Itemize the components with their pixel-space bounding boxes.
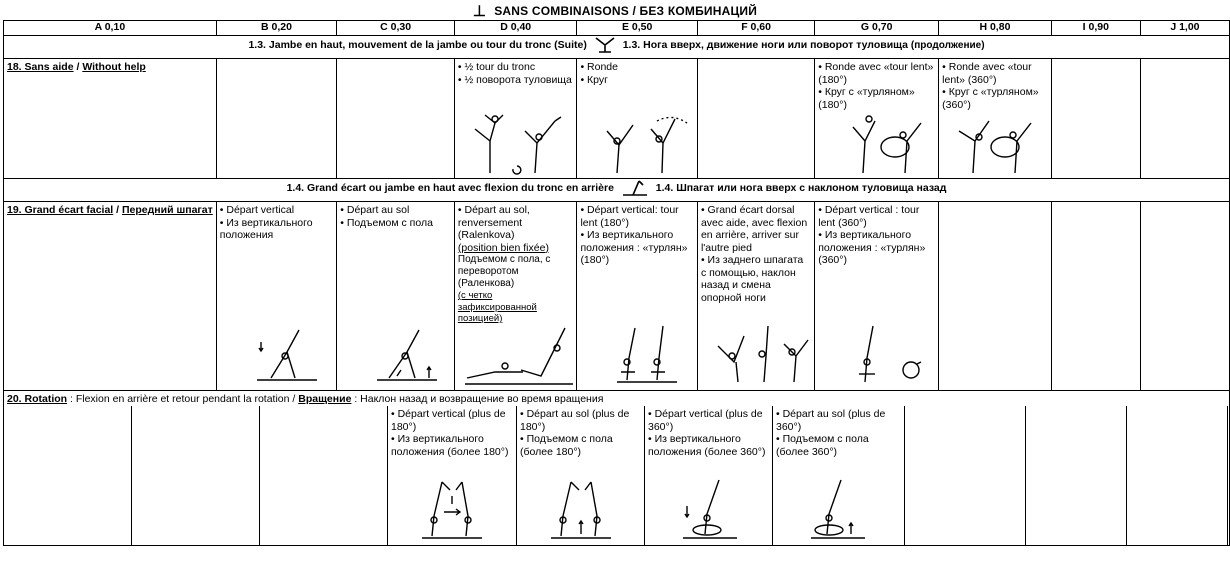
page-title: ⊥SANS COMBINAISONS / БЕЗ КОМБИНАЦИЙ <box>472 3 758 20</box>
section-1-3-row: 1.3. Jambe en haut, mouvement de la jamb… <box>3 35 1230 59</box>
row-19-cell-j <box>1139 201 1230 391</box>
row-19-cell-c: • Départ au sol• Подъемом с пола <box>336 201 455 391</box>
gymnast-rotation-floor-180-figure-icon <box>551 481 611 539</box>
row-20-cell-h <box>904 406 1026 545</box>
row-18-cell-i <box>1050 58 1141 179</box>
row-19-cell-h <box>938 201 1052 391</box>
row-19-cell-d: • Départ au sol, renversement (Ralenkova… <box>453 201 578 391</box>
row-18-cell-d: • ½ tour du tronc• ½ поворота туловища <box>453 58 578 179</box>
value-header-row: A 0,10 B 0,20 C 0,30 D 0,40 E 0,50 F 0,6… <box>3 20 1230 36</box>
row-20: 20. Rotation : Flexion en arrière et ret… <box>3 390 1230 546</box>
row-20-cell-d: • Départ vertical (plus de 180°)• Из вер… <box>387 406 517 545</box>
row-20-cell-e: • Départ au sol (plus de 180°)• Подъемом… <box>516 406 645 545</box>
row-18-cell-g: • Ronde avec «tour lent» (180°)• Круг с … <box>814 58 940 179</box>
row-20-cell-a <box>4 406 132 545</box>
col-header-f: F 0,60 <box>696 20 816 36</box>
row-19-cell-f: • Grand écart dorsal avec aide, avec fle… <box>696 201 816 391</box>
gymnast-ronde-tour-lent-360-figure-icon <box>958 120 1032 174</box>
gymnast-ronde-tour-lent-180-figure-icon <box>852 115 922 174</box>
row-20-label-ru: Вращение <box>298 393 352 405</box>
col-header-d: D 0,40 <box>453 20 578 36</box>
gymnast-rotation-floor-360-figure-icon <box>811 479 865 539</box>
gymnast-ronde-figure-icon <box>606 116 688 174</box>
gymnast-dorsal-split-figure-icon <box>717 325 809 383</box>
row-18-cell-j <box>1139 58 1230 179</box>
gymnast-half-turn-figure-icon <box>474 114 562 175</box>
gymnast-rotation-vertical-180-figure-icon <box>422 481 482 539</box>
gymnast-ralenkova-figure-icon <box>464 327 573 385</box>
row-18-cell-c <box>336 58 455 179</box>
split-backbend-symbol-icon <box>622 180 647 196</box>
col-header-g: G 0,70 <box>814 20 940 36</box>
col-header-e: E 0,50 <box>576 20 698 36</box>
section-1-3-heading: 1.3. Jambe en haut, mouvement de la jamb… <box>3 35 1230 59</box>
row-18-cell-f <box>696 58 816 179</box>
row-18-cell-h: • Ronde avec «tour lent» (360°)• Круг с … <box>938 58 1052 179</box>
row-20-cell-j <box>1126 406 1228 545</box>
row-20-cell-i <box>1025 406 1127 545</box>
col-header-b: B 0,20 <box>215 20 338 36</box>
row-19-cell-i <box>1050 201 1141 391</box>
gymnast-split-tour-lent-360-figure-icon <box>859 325 922 383</box>
row-18-label-fr: 18. Sans aide <box>7 61 74 73</box>
col-header-a: A 0,10 <box>3 20 217 36</box>
difficulty-table: A 0,10 B 0,20 C 0,30 D 0,40 E 0,50 F 0,6… <box>3 20 1230 546</box>
row-18-cell-b <box>215 58 338 179</box>
leg-up-symbol-icon <box>595 37 615 53</box>
row-20-label-fr: 20. Rotation <box>7 393 68 405</box>
col-header-i: I 0,90 <box>1050 20 1141 36</box>
row-19-cell-g: • Départ vertical : tour lent (360°)• Из… <box>814 201 940 391</box>
row-19-label-fr: 19. Grand écart facial <box>7 204 114 216</box>
row-20-cell-b <box>131 406 260 545</box>
gymnast-split-from-floor-figure-icon <box>377 329 438 381</box>
perpendicular-symbol-icon: ⊥ <box>472 3 487 20</box>
col-header-c: C 0,30 <box>336 20 455 36</box>
row-20-block: 20. Rotation : Flexion en arrière et ret… <box>3 390 1230 546</box>
row-19-cell-e: • Départ vertical: tour lent (180°)• Из … <box>576 201 698 391</box>
row-20-cell-c <box>259 406 388 545</box>
row-18: 18. Sans aide / Without help • ½ tour du… <box>3 58 1230 179</box>
section-1-4-row: 1.4. Grand écart ou jambe en haut avec f… <box>3 178 1230 202</box>
row-18-cell-e: • Ronde• Круг <box>576 58 698 179</box>
row-19-cell-a: 19. Grand écart facial / Передний шпагат <box>3 201 217 391</box>
section-1-4-heading: 1.4. Grand écart ou jambe en haut avec f… <box>3 178 1230 202</box>
row-20-cell-f: • Départ vertical (plus de 360°)• Из вер… <box>644 406 773 545</box>
row-18-cell-a: 18. Sans aide / Without help <box>3 58 217 179</box>
row-19-cell-b: • Départ vertical• Из вертикального поло… <box>215 201 338 391</box>
col-header-j: J 1,00 <box>1139 20 1230 36</box>
gymnast-split-vertical-figure-icon <box>256 329 317 381</box>
row-20-cell-g: • Départ au sol (plus de 360°)• Подъемом… <box>772 406 905 545</box>
gymnast-split-tour-lent-180-figure-icon <box>617 325 678 383</box>
row-18-label-en: Without help <box>82 61 146 73</box>
row-19-label-ru: Передний шпагат <box>122 204 213 216</box>
row-20-grid: • Départ vertical (plus de 180°)• Из вер… <box>4 406 1228 545</box>
row-19: 19. Grand écart facial / Передний шпагат… <box>3 201 1230 391</box>
col-header-h: H 0,80 <box>938 20 1052 36</box>
gymnast-rotation-vertical-360-figure-icon <box>683 479 737 539</box>
